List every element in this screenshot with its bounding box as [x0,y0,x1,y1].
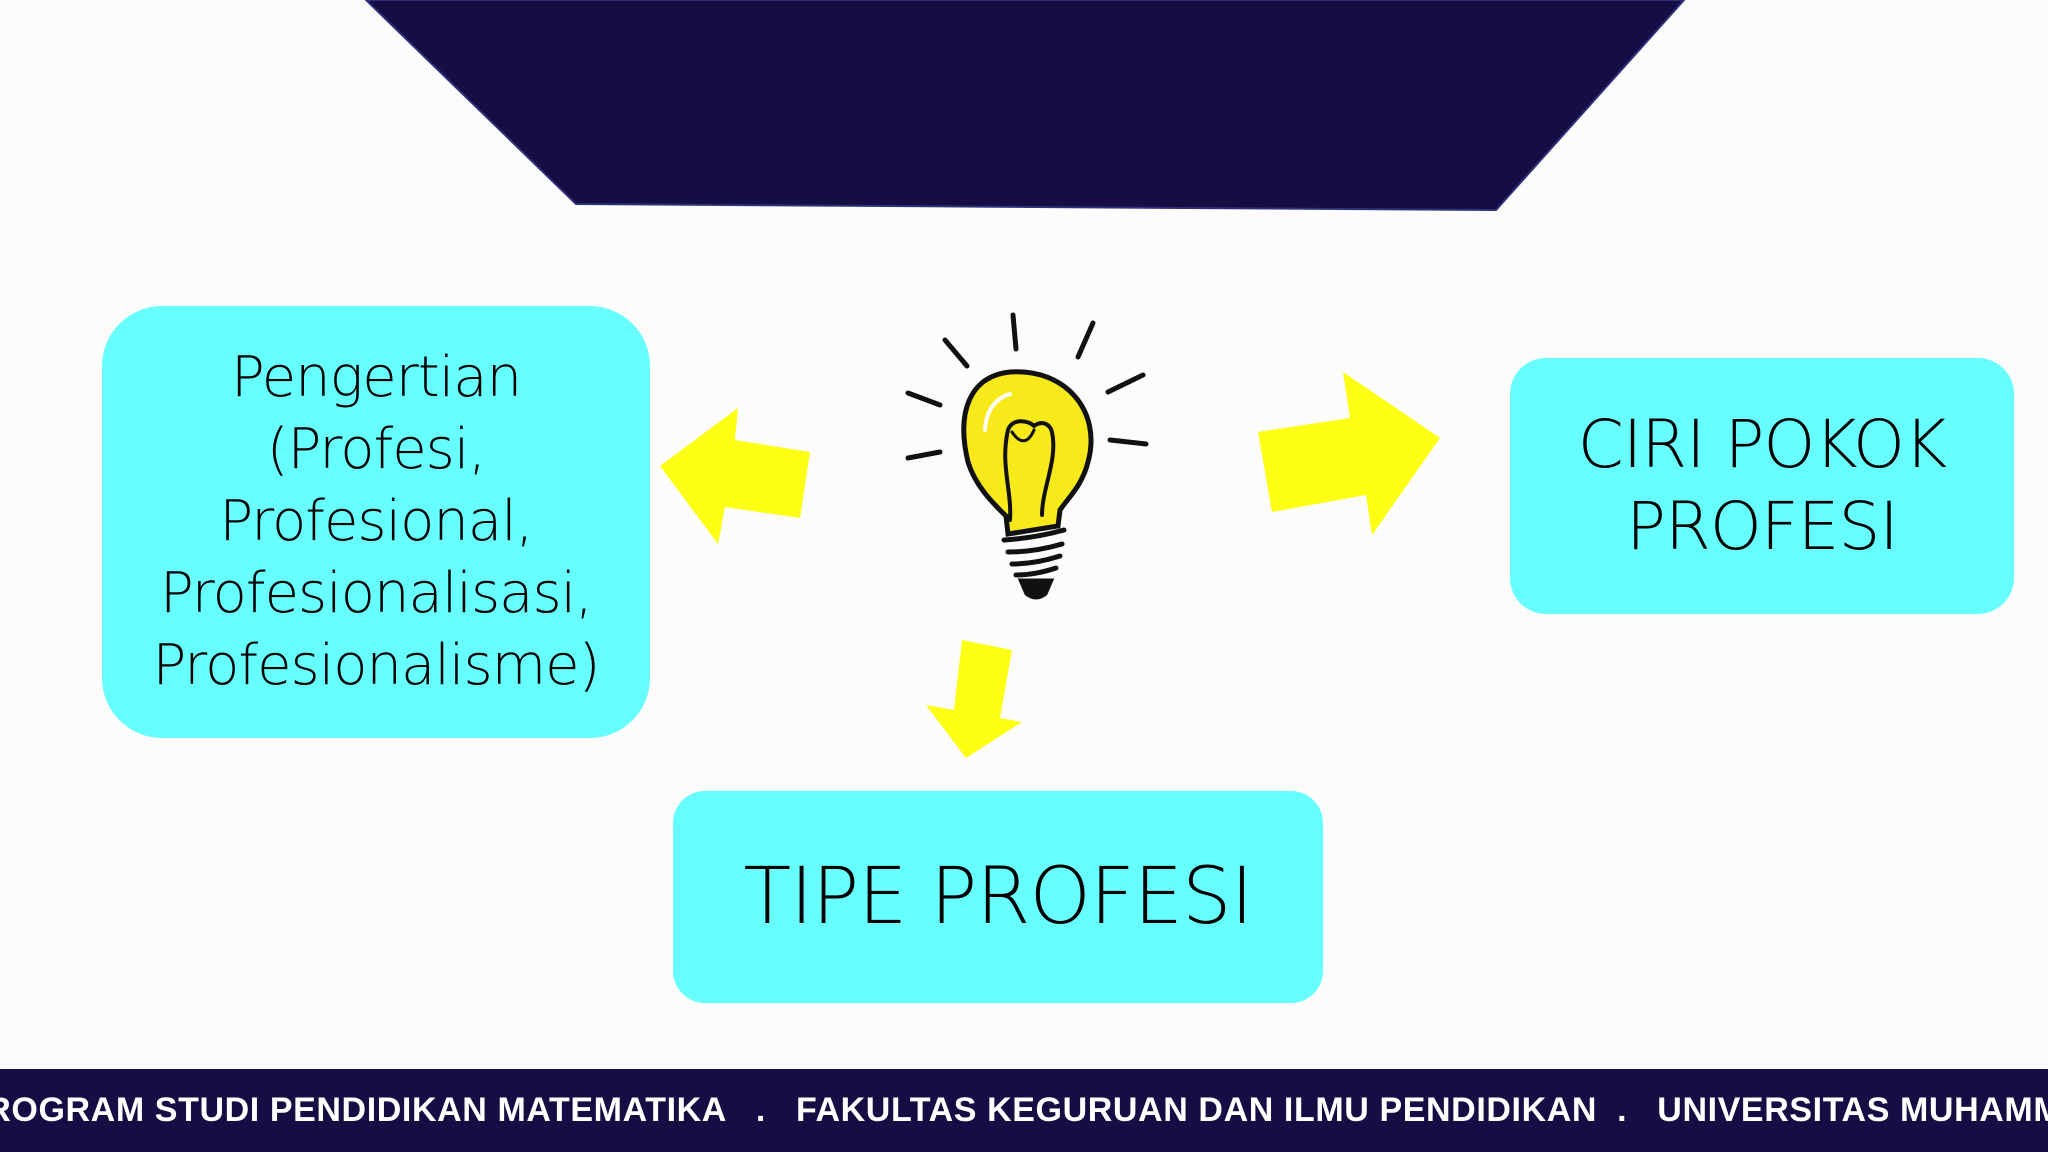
node-pengertian-line: Profesionalisme) [152,633,601,698]
node-ciri-pokok-profesi: CIRI POKOK PROFESI [1510,358,2014,614]
node-pengertian-line: Pengertian [230,345,522,410]
node-pengertian: Pengertian (Profesi, Profesional, Profes… [102,306,650,738]
arrow-left-icon [660,408,810,544]
footer-text: PROGRAM STUDI PENDIDIKAN MATEMATIKA . FA… [0,1091,2048,1129]
node-ciri-line: CIRI POKOK [1577,406,1948,483]
node-pengertian-line: (Profesi, [266,417,486,482]
node-ciri-line: PROFESI [1626,488,1899,565]
footer-bar: PROGRAM STUDI PENDIDIKAN MATEMATIKA . FA… [0,1069,2048,1152]
arrow-down-icon [926,640,1022,758]
node-pengertian-line: Profesional, [219,489,533,554]
node-tipe-profesi: TIPE PROFESI [673,791,1323,1003]
node-tipe-label: TIPE PROFESI [743,852,1253,942]
top-banner [364,0,1686,212]
arrow-right-icon [1258,372,1440,535]
node-pengertian-line: Profesionalisasi, [160,561,593,626]
lightbulb-icon [905,312,1149,600]
